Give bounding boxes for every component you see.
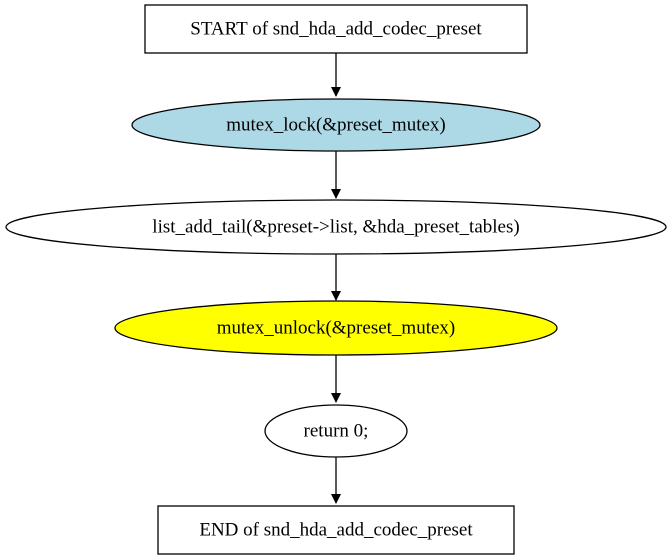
- return-node-label: return 0;: [304, 421, 369, 442]
- list-add-tail-node-label: list_add_tail(&preset->list, &hda_preset…: [152, 217, 519, 238]
- list-add-tail-node-shape: [5, 199, 667, 255]
- start-node-box: [144, 4, 528, 54]
- mutex-lock-node-label: mutex_lock(&preset_mutex): [226, 115, 446, 136]
- start-node: START of snd_hda_add_codec_preset: [144, 4, 528, 54]
- end-node: END of snd_hda_add_codec_preset: [157, 505, 515, 555]
- end-node-label: END of snd_hda_add_codec_preset: [199, 520, 473, 541]
- return-node-shape: [264, 404, 408, 458]
- mutex-unlock-node: mutex_unlock(&preset_mutex): [114, 300, 558, 356]
- mutex-unlock-node-shape: [114, 300, 558, 356]
- start-node-label: START of snd_hda_add_codec_preset: [190, 19, 482, 40]
- return-node: return 0;: [264, 404, 408, 458]
- mutex-lock-node-shape: [131, 98, 541, 152]
- list-add-tail-node: list_add_tail(&preset->list, &hda_preset…: [5, 199, 667, 255]
- mutex-unlock-node-label: mutex_unlock(&preset_mutex): [217, 318, 456, 339]
- mutex-lock-node: mutex_lock(&preset_mutex): [131, 98, 541, 152]
- end-node-box: [157, 505, 515, 555]
